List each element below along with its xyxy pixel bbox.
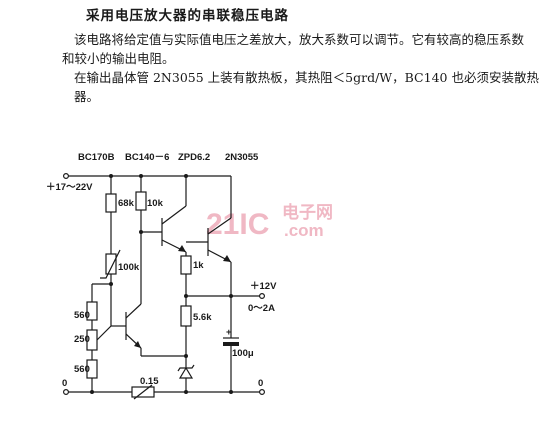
resistor-5-6k: [180, 305, 192, 327]
output-current-label: 0～2A: [248, 303, 275, 314]
label-bc170b: BC170B: [78, 152, 115, 163]
transistor-bc140: [141, 176, 187, 253]
ground-terminal-left: [62, 389, 69, 396]
label-zpd62: ZPD6.2: [178, 152, 210, 163]
transistor-bc170b: [111, 290, 142, 349]
thermistor-100k: [105, 253, 117, 275]
output-voltage-label: ＋12V: [250, 281, 277, 292]
junction-dot: [184, 354, 188, 358]
label-250: 250: [74, 334, 90, 345]
label-ground-left: 0: [62, 378, 67, 389]
watermark-brand: 21IC: [206, 208, 269, 241]
watermark-logo: 21IC 电子网 .com: [206, 202, 333, 241]
label-68k: 68k: [118, 198, 135, 209]
resistor-68k: [105, 193, 117, 213]
zener-diode: [177, 364, 195, 379]
label-1k: 1k: [193, 260, 204, 271]
label-5-6k: 5.6k: [193, 312, 212, 323]
page-title: 采用电压放大器的串联稳压电路: [86, 8, 289, 24]
input-voltage-label: ＋17～22V: [46, 182, 93, 193]
label-10k: 10k: [147, 198, 164, 209]
input-terminal: [62, 173, 69, 180]
label-100k: 100k: [118, 262, 140, 273]
label-560-bottom: 560: [74, 364, 90, 375]
label-bc140: BC140－6: [125, 152, 169, 163]
junction-dot: [90, 390, 94, 394]
resistor-1k: [180, 255, 192, 275]
transistor-2n3055: [207, 176, 232, 263]
junction-dot: [229, 390, 233, 394]
watermark-domain: .com: [284, 221, 324, 240]
description-paragraph: 该电路将给定值与实际值电压之差放大，放大系数可以调节。它有较高的稳压系数和较小的…: [62, 32, 525, 66]
ground-rail: 0.15 0 0: [62, 376, 266, 400]
ground-terminal-right: [259, 389, 266, 396]
label-560-top: 560: [74, 310, 90, 321]
label-100u: 100μ: [232, 348, 254, 359]
label-2n3055: 2N3055: [225, 152, 259, 163]
label-0-15: 0.15: [140, 376, 159, 387]
junction-dot: [184, 390, 188, 394]
label-cap-plus: +: [226, 327, 232, 338]
input-rail: ＋17～22V: [46, 173, 231, 193]
output-terminal: [259, 293, 266, 300]
resistor-10k: [135, 191, 147, 211]
watermark-cn: 电子网: [282, 202, 333, 222]
label-ground-right: 0: [258, 378, 263, 389]
heatsink-note-paragraph: 在输出晶体管 2N3055 上装有散热板，其热阻＜5grd/W，BC140 也必…: [74, 70, 539, 104]
